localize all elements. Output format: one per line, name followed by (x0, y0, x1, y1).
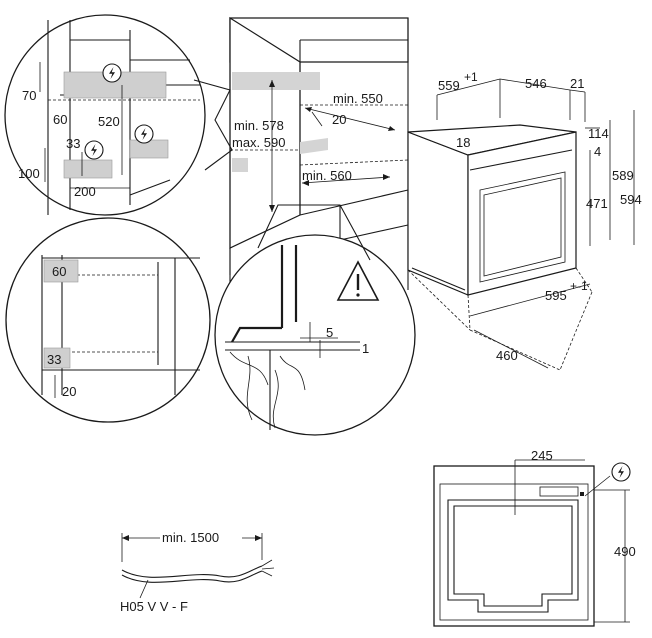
dim-594: 594 (620, 192, 642, 207)
dim-595-tolerance: +-1 (570, 279, 588, 293)
electric-connection-icon (84, 140, 104, 160)
oven-back-view (433, 459, 630, 627)
dim-60-mid: 60 (52, 264, 66, 279)
dim-200: 200 (74, 184, 96, 199)
dim-60-top: 60 (53, 112, 67, 127)
dim-595: 595 (545, 288, 567, 303)
dim-max-590: max. 590 (232, 135, 285, 150)
dim-20-cabinet: 20 (332, 112, 346, 127)
detail-mid-circle (5, 217, 211, 423)
dim-min-560: min. 560 (302, 168, 352, 183)
dim-589: 589 (612, 168, 634, 183)
cable-type: H05 V V - F (120, 599, 188, 614)
dim-4: 4 (594, 144, 601, 159)
dim-559: 559 (438, 78, 460, 93)
dim-70: 70 (22, 88, 36, 103)
dim-460: 460 (496, 348, 518, 363)
dim-490: 490 (614, 544, 636, 559)
dim-245: 245 (531, 448, 553, 463)
dim-546: 546 (525, 76, 547, 91)
dim-1: 1 (362, 341, 369, 356)
dim-min-578: min. 578 (234, 118, 284, 133)
dim-21: 21 (570, 76, 584, 91)
electric-connection-icon (102, 63, 122, 83)
dim-20-mid: 20 (62, 384, 76, 399)
dim-min-550: min. 550 (333, 91, 383, 106)
dim-520: 520 (98, 114, 120, 129)
oven-isometric (407, 78, 635, 371)
electric-connection-icon (611, 462, 631, 482)
dim-559-tolerance: +1 (464, 70, 478, 84)
dim-471: 471 (586, 196, 608, 211)
dim-33-mid: 33 (47, 352, 61, 367)
power-cable (121, 533, 275, 599)
cable-min-length: min. 1500 (162, 530, 219, 545)
dim-33-top: 33 (66, 136, 80, 151)
dim-114: 114 (588, 126, 609, 141)
dim-100: 100 (18, 166, 40, 181)
dim-18: 18 (456, 135, 470, 150)
detail-floor-circle (214, 204, 416, 436)
dim-5: 5 (326, 325, 333, 340)
electric-connection-icon (134, 124, 154, 144)
